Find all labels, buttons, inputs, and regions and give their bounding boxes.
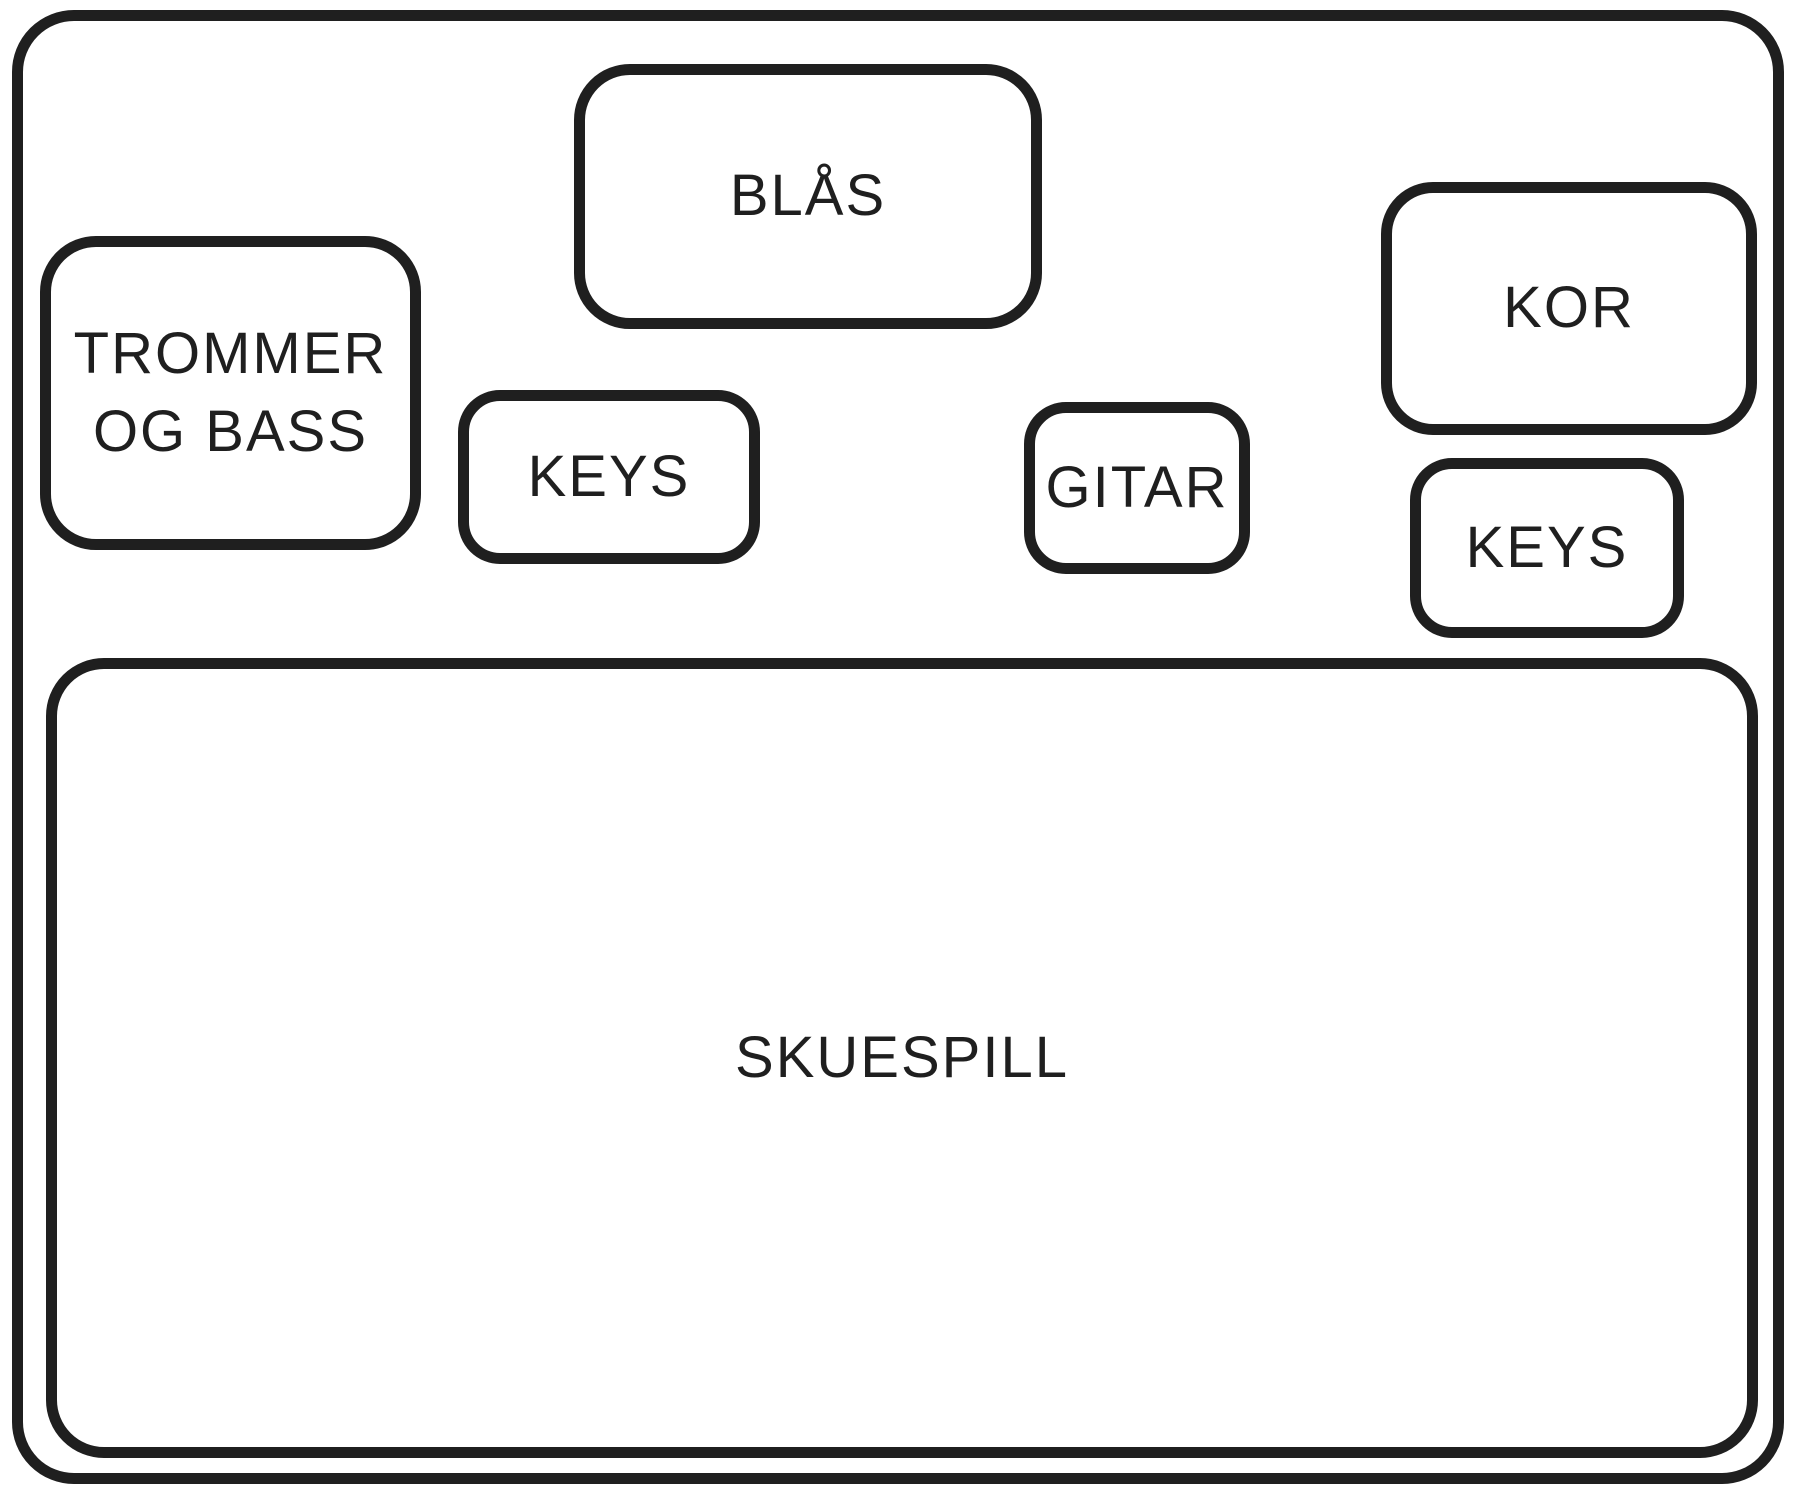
area-keys-right-label: KEYS xyxy=(1465,514,1629,580)
area-gitar-label: GITAR xyxy=(1045,454,1229,520)
area-gitar: GITAR xyxy=(1024,402,1250,574)
area-keys-right: KEYS xyxy=(1410,458,1684,638)
area-blas-label: BLÅS xyxy=(729,163,887,229)
area-trommer-og-bass-label: TROMMER OG BASS xyxy=(73,320,388,464)
area-kor: KOR xyxy=(1381,182,1757,435)
area-keys-left: KEYS xyxy=(458,390,760,564)
area-skuespill: SKUESPILL xyxy=(46,658,1758,1458)
area-blas: BLÅS xyxy=(574,64,1042,329)
area-kor-label: KOR xyxy=(1503,275,1635,341)
area-keys-left-label: KEYS xyxy=(527,443,691,509)
area-trommer-og-bass: TROMMER OG BASS xyxy=(40,236,421,550)
area-skuespill-label: SKUESPILL xyxy=(735,1024,1069,1090)
